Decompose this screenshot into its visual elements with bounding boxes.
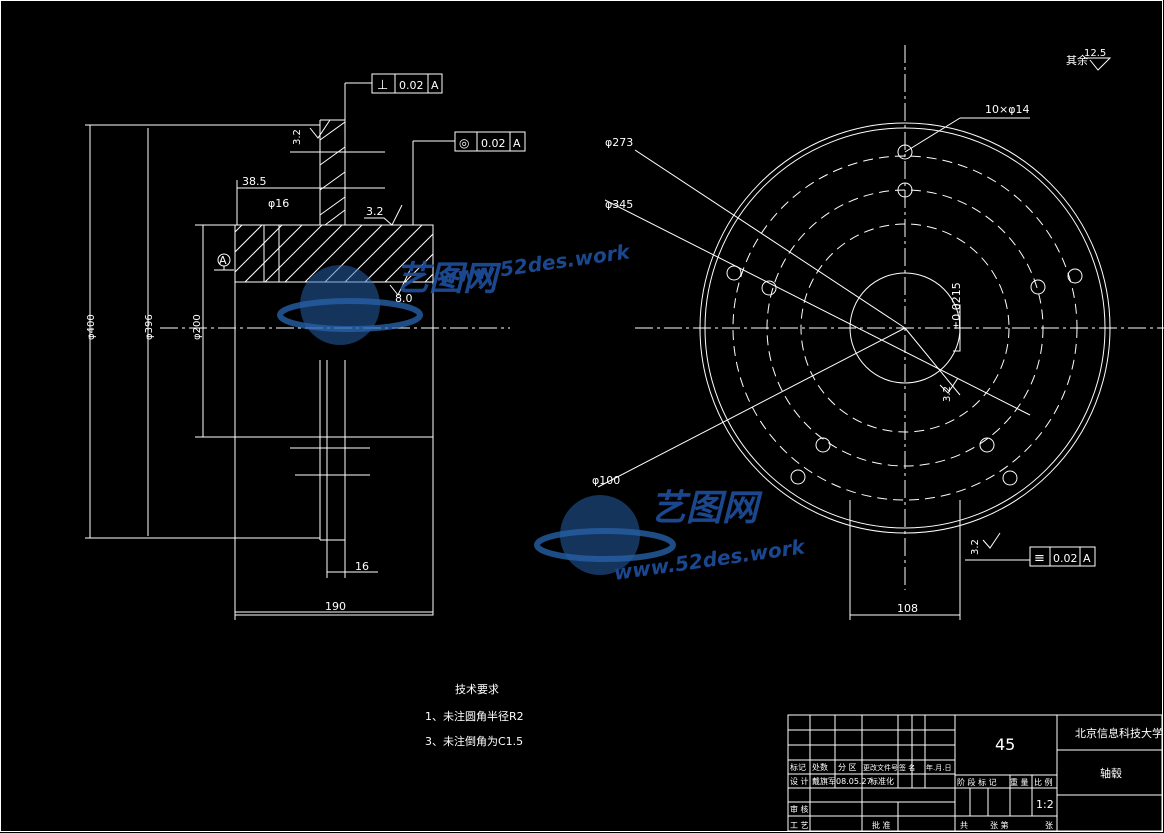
tb-mark: 标记: [790, 762, 806, 772]
roughness-3-2-top: 3.2: [292, 129, 303, 145]
symmetry-datum: A: [1083, 552, 1091, 565]
tolerance-frame-concentricity: [454, 131, 526, 152]
concentricity-datum: A: [513, 137, 521, 150]
perpendicularity-datum: A: [431, 79, 439, 92]
watermark-brand: 艺图网: [650, 488, 763, 529]
dim-190: 190: [325, 600, 346, 613]
bolt-hole: [790, 469, 806, 485]
bolt-circle-345: [732, 155, 1078, 501]
roughness-3-2-bottom: 3.2: [970, 539, 981, 555]
tb-stage: 阶 段 标 记: [957, 777, 997, 787]
watermark-brand: 艺图网: [395, 259, 502, 299]
tb-signature: 签 名: [899, 763, 915, 772]
bolt-hole: [897, 144, 913, 160]
perpendicularity-symbol: ⊥: [377, 78, 388, 93]
keyway: [953, 304, 961, 352]
dim-38-5: 38.5: [242, 175, 267, 188]
bolt-hole: [1002, 470, 1018, 486]
tb-process: 工 艺: [790, 821, 809, 830]
dim-phi345: φ345: [605, 198, 633, 211]
bolt-hole: [897, 182, 913, 198]
symmetry-value: 0.02: [1053, 552, 1078, 565]
tb-count: 处数: [812, 762, 828, 772]
bolt-hole: [726, 265, 742, 281]
watermark-url: www.52des.work: [612, 534, 807, 585]
notes-item-2: 3、未注倒角为C1.5: [425, 734, 523, 748]
notes-title: 技术要求: [455, 683, 499, 696]
notes-item-1: 1、未注圆角半径R2: [425, 709, 524, 723]
roughness-8-0: 8.0: [395, 292, 413, 305]
front-view: φ273 φ345 10×φ14 φ100 ±0.0215 3.2 108 3.…: [592, 45, 1164, 620]
tb-weight: 重 量: [1010, 777, 1029, 787]
material: 45: [995, 735, 1015, 754]
perpendicularity-value: 0.02: [399, 79, 424, 92]
bolt-hole: [979, 437, 995, 453]
tb-date: 年.月.日: [926, 763, 951, 772]
tb-total: 共: [960, 821, 968, 830]
dim-108: 108: [897, 602, 918, 615]
part-outline: [234, 119, 434, 616]
tb-designer: 戴旗军: [812, 776, 836, 786]
bolt-hole: [815, 437, 831, 453]
tb-review: 审 核: [790, 804, 809, 814]
dim-phi273: φ273: [605, 136, 633, 149]
dim-keyway-tol: ±0.0215: [950, 282, 963, 330]
symmetry-symbol: ≡: [1034, 551, 1045, 566]
outer-circle-400: [699, 122, 1111, 534]
technical-notes: 技术要求 1、未注圆角半径R2 3、未注倒角为C1.5: [425, 683, 524, 748]
section-view: φ400 φ396 φ200 38.5 φ16 16 190 3.2 3.2 8…: [85, 73, 526, 620]
section-hatching: [234, 121, 434, 283]
pitch-circle-200: [800, 223, 1010, 433]
tb-sheet: 张: [1045, 821, 1053, 830]
watermark-1: 艺图网 www.52des.work: [277, 239, 633, 345]
bolt-hole: [1030, 279, 1046, 295]
tb-sheet-no: 张 第: [990, 820, 1009, 830]
roughness-other-value: 12.5: [1084, 48, 1106, 59]
dim-16: 16: [355, 560, 369, 573]
dim-phi100: φ100: [592, 474, 620, 487]
dim-phi200: φ200: [192, 314, 203, 340]
dim-holes: 10×φ14: [985, 103, 1029, 116]
scale: 1:2: [1036, 798, 1054, 811]
title-block: 45 北京信息科技大学 轴毂 1:2 标记 处数 分 区 更改文件号 签 名 年…: [787, 714, 1163, 832]
bolt-holes: [726, 144, 1083, 486]
tb-design-date: 08.05.27: [836, 777, 872, 786]
roughness-other-label: 其余: [1066, 53, 1088, 67]
tolerance-frame-perpendicularity: [371, 73, 443, 94]
tolerance-frame-symmetry: [1029, 546, 1096, 567]
tb-ratio: 比 例: [1034, 777, 1053, 787]
bolt-hole: [1067, 268, 1083, 284]
bolt-circle-273: [766, 189, 1044, 467]
dim-phi400: φ400: [86, 314, 97, 340]
watermark-url-tail: www.52des.work: [437, 239, 632, 290]
concentricity-value: 0.02: [481, 137, 506, 150]
tb-zone: 分 区: [838, 763, 857, 772]
roughness-3-2-keyway: 3.2: [942, 386, 953, 402]
tb-design: 设 计: [790, 776, 809, 786]
school-name: 北京信息科技大学: [1075, 726, 1163, 740]
part-name: 轴毂: [1100, 766, 1122, 780]
tb-standard: 标准化: [870, 776, 894, 786]
concentricity-symbol: ◎: [459, 136, 469, 150]
dim-phi396: φ396: [144, 314, 155, 340]
dim-phi16: φ16: [268, 197, 289, 210]
outer-circle-396: [704, 127, 1106, 529]
watermark-2: 艺图网 www.52des.work: [534, 488, 808, 585]
datum-label: A: [219, 254, 227, 267]
roughness-3-2-face: 3.2: [366, 205, 384, 218]
tb-change-doc: 更改文件号: [863, 763, 898, 772]
bolt-hole: [761, 280, 777, 296]
tb-approve: 批 准: [872, 820, 891, 830]
